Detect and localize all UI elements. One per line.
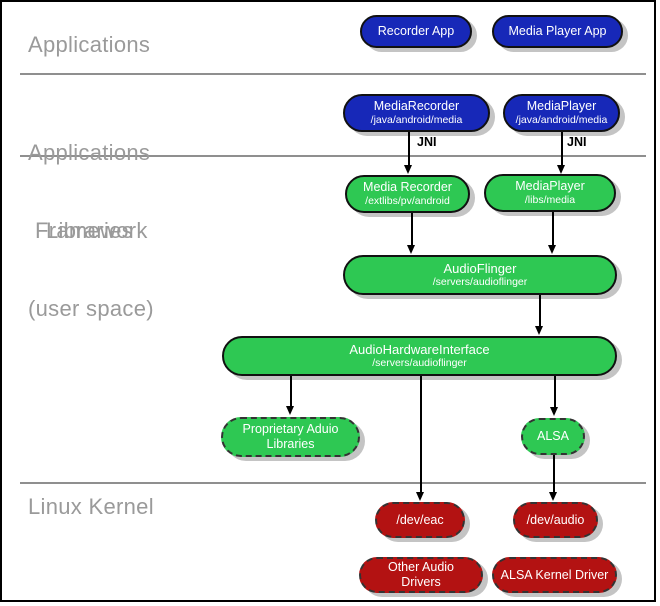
layer-label-libraries-line1: Libraries	[46, 218, 134, 243]
node-proprietary-audio-libraries: Proprietary Aduio Libraries	[221, 417, 360, 457]
node-mediarecorder-framework-path: /java/android/media	[370, 114, 463, 127]
node-alsa-kernel-driver: ALSA Kernel Driver	[492, 557, 617, 593]
edge-label-jni-player: JNI	[567, 135, 587, 149]
node-dev-eac-title: /dev/eac	[396, 512, 444, 527]
edge-audioflinger-ahi-arrowhead	[535, 326, 543, 335]
edge-ahi-deveac-line	[420, 376, 422, 492]
node-audioflinger-path: /servers/audioflinger	[432, 276, 528, 289]
layer-label-libraries-line2: (user space)	[28, 296, 154, 321]
node-alsa: ALSA	[521, 418, 585, 455]
node-recorder-app-title: Recorder App	[377, 24, 455, 39]
node-audioflinger-title: AudioFlinger	[443, 261, 517, 277]
node-media-recorder-lib-path: /extlibs/pv/android	[365, 195, 450, 208]
node-mediarecorder-framework: MediaRecorder /java/android/media	[343, 94, 490, 132]
layer-label-libraries: Libraries (user space)	[28, 166, 154, 374]
edge-playerlib-audioflinger-arrowhead	[548, 245, 556, 254]
edge-label-jni-recorder: JNI	[417, 135, 437, 149]
edge-jni-player-line	[561, 132, 563, 165]
divider-framework-libraries	[20, 155, 646, 157]
edge-audioflinger-ahi-line	[539, 295, 541, 326]
edge-jni-recorder-line	[408, 132, 410, 165]
edge-ahi-alsa-arrowhead	[550, 407, 558, 416]
node-mediaplayer-lib-path: /libs/media	[524, 194, 576, 207]
edge-alsa-devaudio-line	[553, 455, 555, 492]
node-media-recorder-lib: Media Recorder /extlibs/pv/android	[345, 175, 470, 213]
node-recorder-app: Recorder App	[360, 15, 472, 48]
edge-ahi-proprietary-line	[290, 376, 292, 406]
layer-label-applications: Applications	[28, 32, 151, 57]
edge-alsa-devaudio-arrowhead	[549, 492, 557, 501]
edge-jni-player-arrowhead	[557, 165, 565, 174]
layer-label-framework-line2: Framework	[35, 218, 148, 243]
edge-playerlib-audioflinger-line	[552, 212, 554, 245]
node-other-audio-drivers-title: Other Audio Drivers	[387, 560, 454, 589]
node-mediarecorder-framework-title: MediaRecorder	[373, 99, 460, 114]
node-mediaplayer-framework: MediaPlayer /java/android/media	[503, 94, 620, 132]
node-media-player-app-title: Media Player App	[508, 24, 607, 39]
node-audiohardwareinterface: AudioHardwareInterface /servers/audiofli…	[222, 336, 617, 376]
node-dev-audio-title: /dev/audio	[526, 512, 585, 527]
node-media-recorder-lib-title: Media Recorder	[363, 180, 452, 195]
node-audiohardwareinterface-path: /servers/audioflinger	[372, 357, 467, 370]
node-dev-audio: /dev/audio	[513, 502, 598, 538]
node-mediaplayer-lib-title: MediaPlayer	[515, 179, 585, 194]
node-other-audio-drivers: Other Audio Drivers	[359, 557, 483, 593]
layer-label-kernel: Linux Kernel	[28, 494, 154, 519]
node-mediaplayer-framework-title: MediaPlayer	[526, 99, 597, 114]
edge-ahi-alsa-line	[554, 376, 556, 407]
node-proprietary-audio-libraries-title: Proprietary Aduio Libraries	[242, 422, 339, 451]
divider-applications-framework	[20, 73, 646, 75]
node-dev-eac: /dev/eac	[375, 502, 465, 538]
node-alsa-title: ALSA	[537, 429, 569, 444]
divider-libraries-kernel	[20, 482, 646, 484]
edge-ahi-deveac-arrowhead	[416, 492, 424, 501]
node-media-player-app: Media Player App	[492, 15, 623, 48]
node-audioflinger: AudioFlinger /servers/audioflinger	[343, 255, 617, 295]
layer-label-framework: Applications Framework	[28, 88, 150, 296]
edge-recorderlib-audioflinger-line	[411, 213, 413, 245]
node-mediaplayer-lib: MediaPlayer /libs/media	[484, 174, 616, 212]
node-audiohardwareinterface-title: AudioHardwareInterface	[349, 342, 490, 358]
edge-recorderlib-audioflinger-arrowhead	[407, 245, 415, 254]
node-alsa-kernel-driver-title: ALSA Kernel Driver	[500, 567, 609, 582]
edge-ahi-proprietary-arrowhead	[286, 406, 294, 415]
edge-jni-recorder-arrowhead	[404, 165, 412, 174]
layer-label-framework-line1: Applications	[28, 140, 151, 165]
node-mediaplayer-framework-path: /java/android/media	[515, 114, 608, 127]
